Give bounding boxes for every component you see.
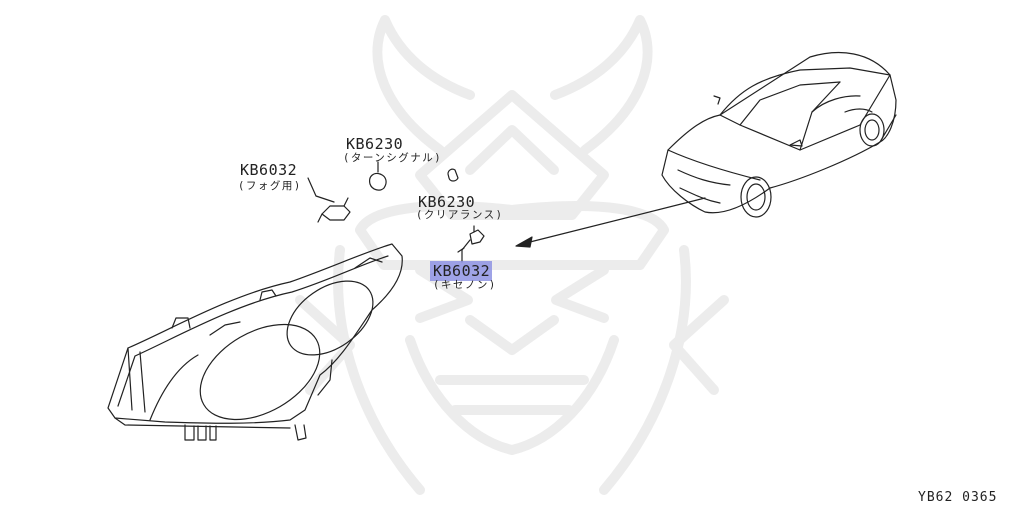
part-code-turn-signal[interactable]: KB6230 [346,135,404,153]
part-note-fog: (フォグ用) [238,180,302,192]
part-code-fog[interactable]: KB6032 [240,161,298,179]
part-code-xenon[interactable]: KB6032 [433,262,491,280]
location-arrow [515,197,706,248]
coupe-car-illustration [661,51,897,218]
part-note-turn-signal: (ターンシグナル) [343,152,443,164]
line-art [107,51,897,441]
samurai-mask-watermark [295,15,729,495]
diagram-reference-code: YB62 0365 [918,490,998,505]
clearance-bulb [447,168,459,182]
turn-signal-bulb [369,161,387,191]
xenon-bulb [457,225,485,263]
part-note-clearance: (クリアランス) [416,209,504,221]
fog-bulb [307,177,351,223]
part-code-clearance[interactable]: KB6230 [418,193,476,211]
selected-part-highlight [430,261,492,281]
headlamp-assembly-illustration [107,243,403,441]
part-note-xenon: (キセノン) [433,279,497,291]
